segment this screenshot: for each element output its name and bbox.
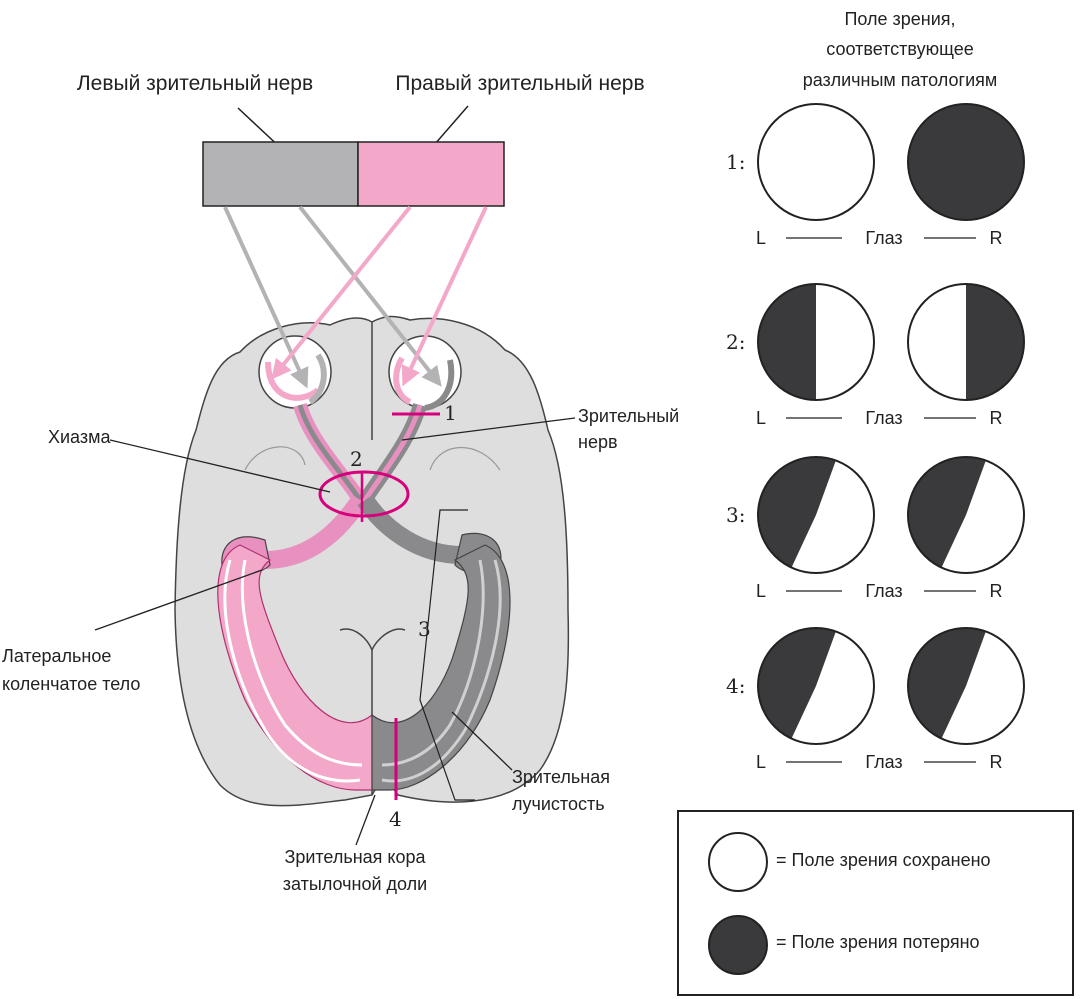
legend-preserved-label: = Поле зрения сохранено bbox=[776, 850, 991, 870]
right-eye-field-lost bbox=[907, 456, 986, 568]
left-nerve-label: Левый зрительный нерв bbox=[77, 72, 313, 95]
left-eye-field-lost bbox=[757, 627, 836, 739]
arrow-right-to-right-eye bbox=[401, 206, 488, 387]
left-eye-field-outline bbox=[757, 627, 875, 745]
optic-nerve-left-gray bbox=[297, 404, 363, 502]
eye-word-label: Глаз bbox=[865, 581, 902, 601]
lgn-leader bbox=[94, 569, 263, 631]
eye-left-label: L bbox=[756, 228, 766, 248]
right-eye-field-lost bbox=[908, 104, 1024, 220]
optic-tract-left bbox=[264, 494, 368, 569]
left-eye-field-outline bbox=[757, 283, 875, 401]
lesion-1-number: 1 bbox=[444, 401, 457, 425]
optic-nerve-right-pink bbox=[362, 404, 423, 502]
right-eye-field-outline bbox=[907, 627, 1025, 745]
field-row-label: 2: bbox=[726, 330, 745, 354]
right-nerve-label: Правый зрительный нерв bbox=[395, 72, 644, 95]
left-eye-retina-temporal bbox=[265, 361, 320, 401]
fields-title-3: различным патологиям bbox=[803, 70, 998, 90]
arrow-left-to-right-eye bbox=[298, 205, 442, 387]
left-eye-field-outline bbox=[757, 103, 875, 221]
brain-gyrus-right bbox=[429, 447, 501, 471]
right-eye-field-outline bbox=[907, 456, 1025, 574]
arrow-right-to-left-eye bbox=[271, 205, 412, 380]
lgn-label-1: Латеральное bbox=[2, 646, 111, 666]
radiation-label-2: лучистость bbox=[512, 794, 605, 814]
chiasm-leader bbox=[109, 439, 331, 493]
eye-right-label: R bbox=[990, 228, 1003, 248]
right-eye-field-lost bbox=[907, 627, 986, 739]
cortex-leader bbox=[355, 794, 376, 846]
left-eye-field-base bbox=[758, 104, 874, 220]
left-eye-field-lost bbox=[758, 457, 836, 568]
field-row-label: 4: bbox=[726, 674, 745, 698]
legend-lost-label: = Поле зрения потеряно bbox=[776, 932, 980, 952]
lesion-2-mark bbox=[318, 470, 410, 518]
lesion-2-number: 2 bbox=[350, 447, 363, 471]
left-eye-field-outline bbox=[757, 456, 875, 574]
optic-nerve-label-2: нерв bbox=[578, 432, 618, 452]
radiation-left-stripe-2 bbox=[240, 559, 363, 767]
brain-gyrus-left bbox=[244, 446, 306, 471]
optic-nerve-label-1: Зрительный bbox=[578, 406, 679, 426]
optic-radiation-right bbox=[371, 544, 511, 791]
eye-right-label: R bbox=[990, 408, 1003, 428]
field-row-label: 1: bbox=[726, 150, 745, 174]
eye-right-label: R bbox=[990, 752, 1003, 772]
eye-word-label: Глаз bbox=[865, 228, 902, 248]
eye-right-label: R bbox=[990, 581, 1003, 601]
right-eye-retina-temporal bbox=[424, 359, 455, 411]
radiation-leader bbox=[451, 711, 513, 771]
optic-radiation-left bbox=[217, 544, 373, 791]
legend-preserved-swatch bbox=[708, 832, 768, 892]
right-eye-field-outline bbox=[907, 283, 1025, 401]
eye-word-label: Глаз bbox=[865, 408, 902, 428]
left-eye-field-lost bbox=[758, 284, 816, 400]
right-nerve-box bbox=[357, 141, 505, 207]
eye-word-label: Глаз bbox=[865, 752, 902, 772]
eye-left-label: L bbox=[756, 581, 766, 601]
optic-nerve-leader bbox=[401, 417, 576, 441]
right-eye-field-lost bbox=[966, 284, 1024, 400]
fields-title-2: соответствующее bbox=[826, 39, 973, 59]
right-eye-retina-nasal bbox=[393, 356, 412, 405]
lesion-3-bracket bbox=[419, 509, 475, 801]
radiation-label-1: Зрительная bbox=[512, 767, 610, 787]
legend-lost-swatch bbox=[708, 915, 768, 975]
eye-left-label: L bbox=[756, 752, 766, 772]
cortex-label-1: Зрительная кора bbox=[284, 847, 426, 867]
cortex-label-2: затылочной доли bbox=[283, 874, 427, 894]
left-eye-retina-nasal bbox=[308, 353, 327, 405]
radiation-right-stripe-1 bbox=[381, 559, 502, 783]
optic-tract-right bbox=[357, 494, 463, 564]
left-nerve-box bbox=[202, 141, 359, 207]
radiation-left-stripe-1 bbox=[223, 559, 361, 783]
lesion-3-number: 3 bbox=[418, 617, 431, 641]
field-row-label: 3: bbox=[726, 503, 745, 527]
lgn-label-2: коленчатое тело bbox=[2, 674, 140, 694]
lesion-4-number: 4 bbox=[389, 807, 402, 831]
eye-left-label: L bbox=[756, 408, 766, 428]
right-eye-field-outline bbox=[907, 103, 1025, 221]
fields-title-1: Поле зрения, bbox=[844, 9, 955, 29]
chiasm-label: Хиазма bbox=[48, 427, 111, 447]
